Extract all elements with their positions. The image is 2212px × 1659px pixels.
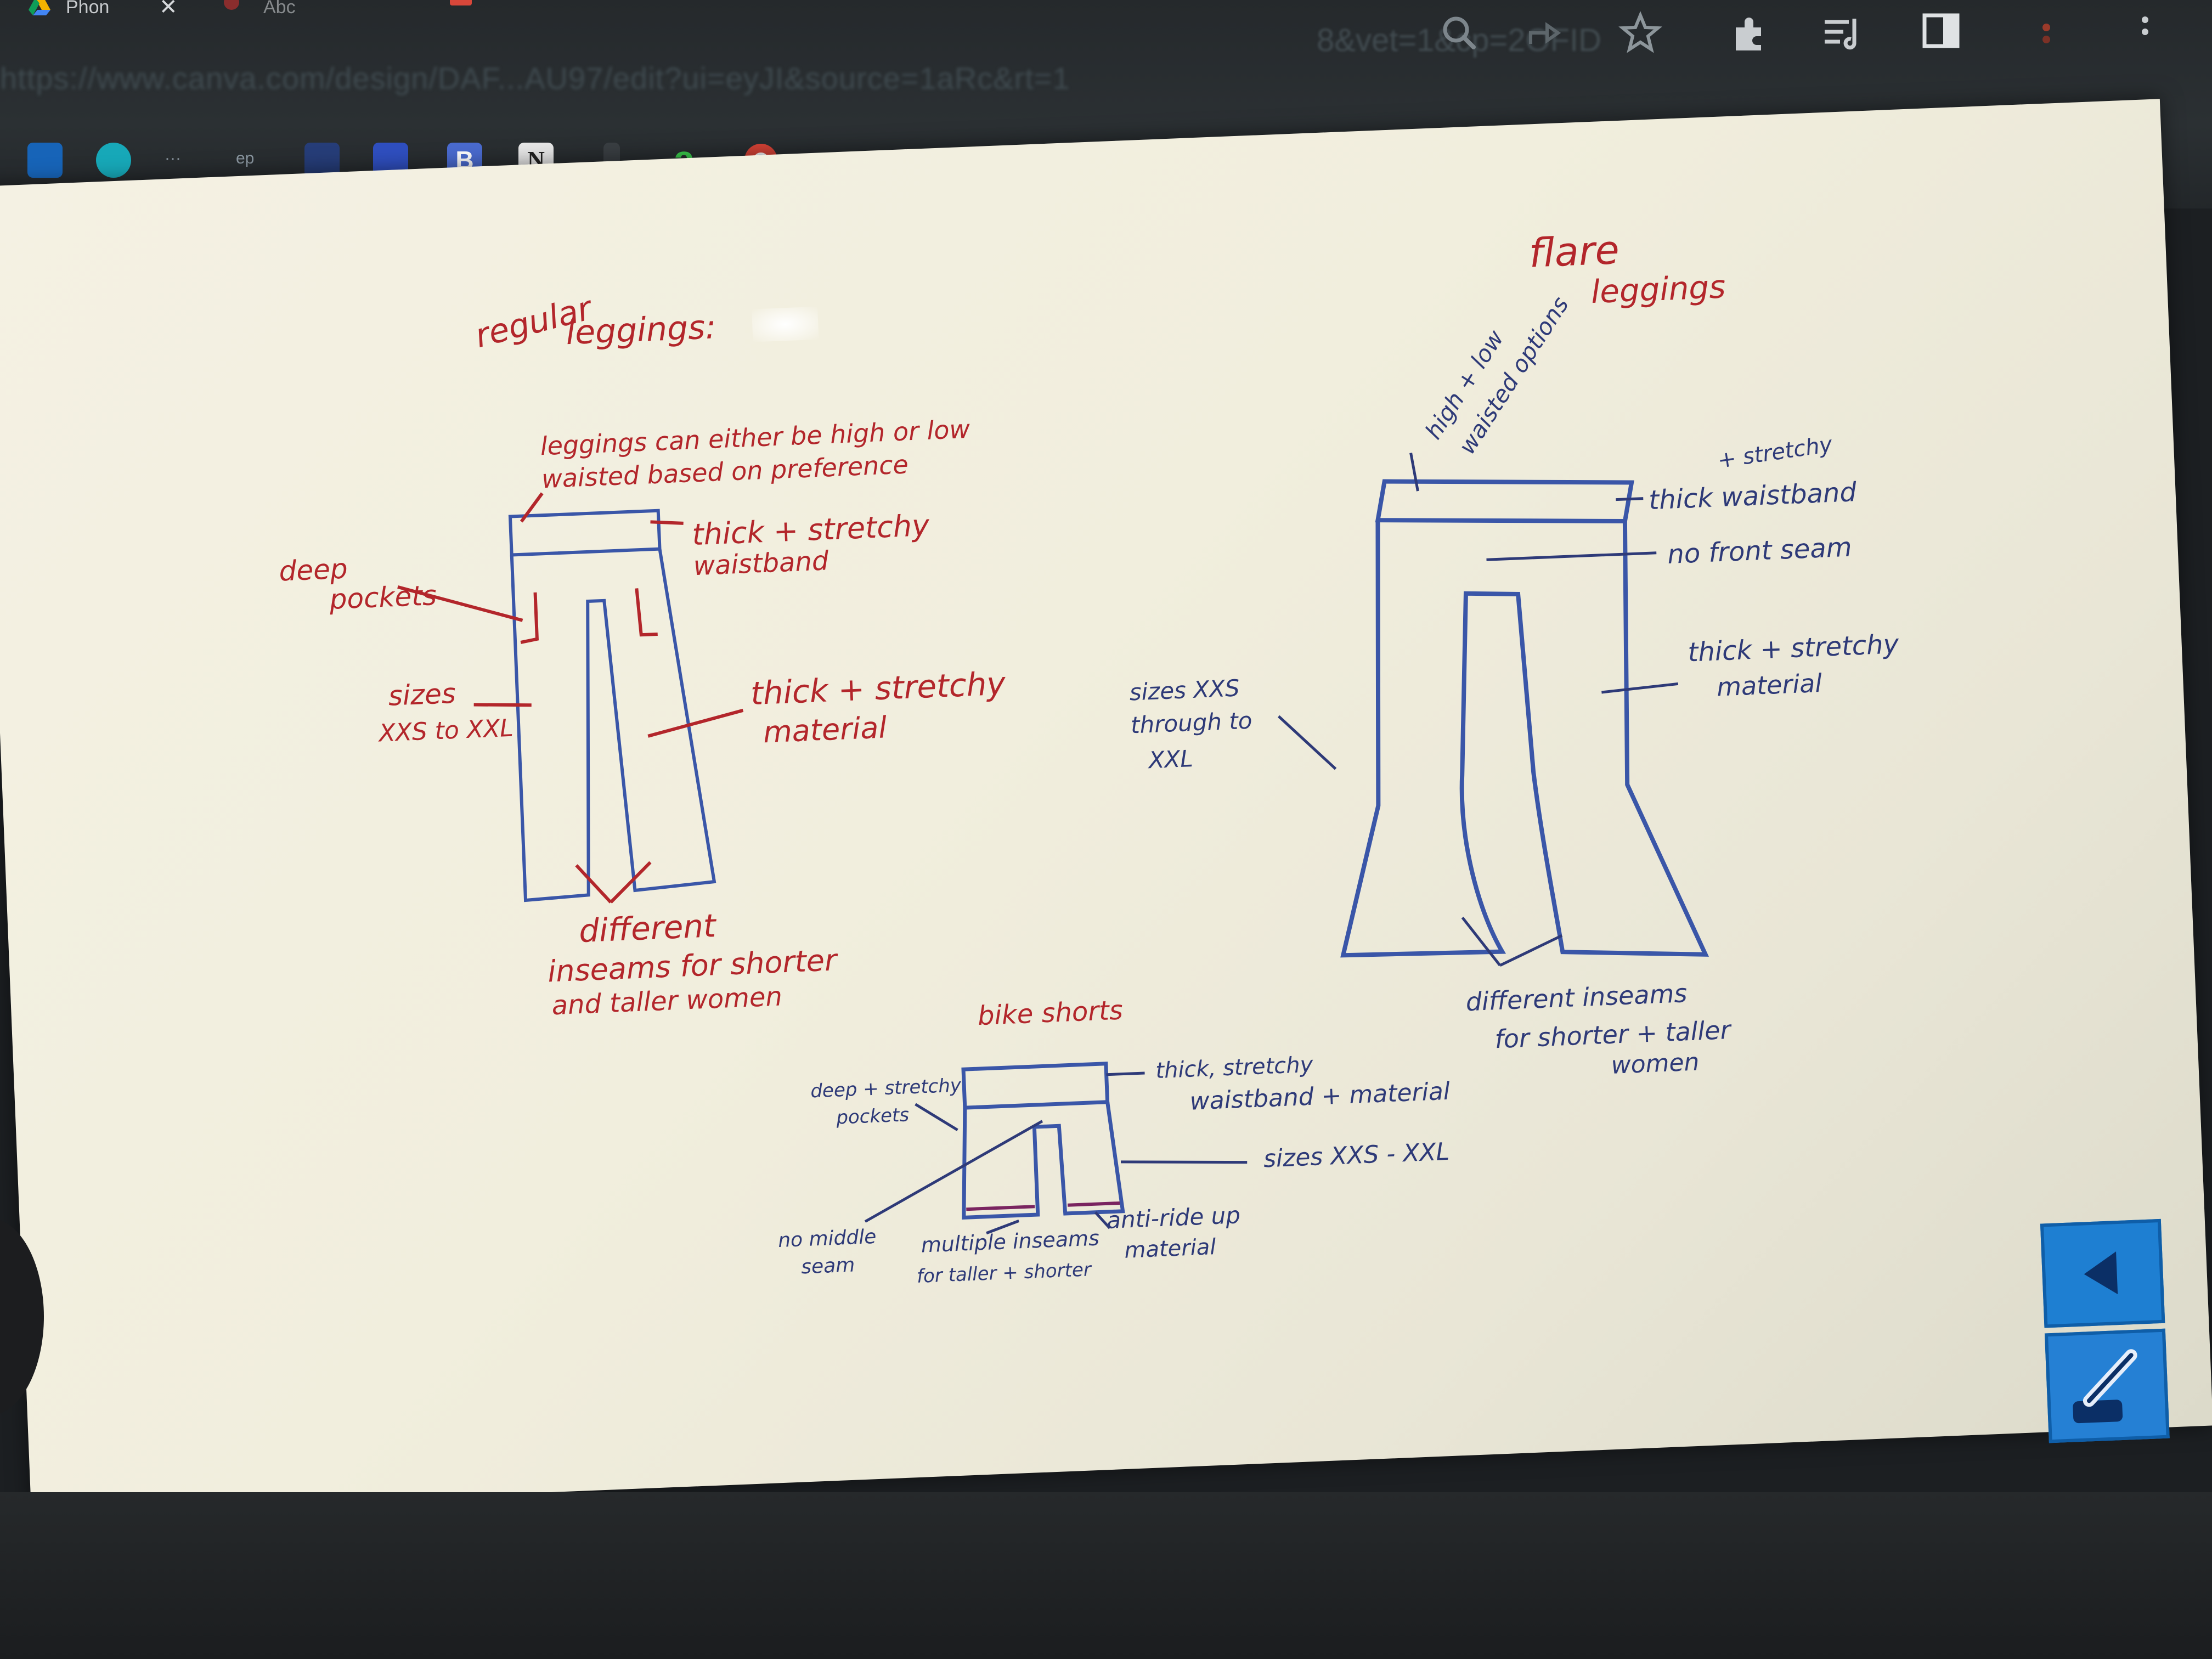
profile-indicator-icon[interactable] <box>2024 11 2068 55</box>
flare-leggings-pointers <box>1277 453 1679 967</box>
outlook-icon[interactable] <box>27 143 63 178</box>
regular-note-inseam-1: different <box>578 907 718 950</box>
tab-label: Abc <box>263 0 296 18</box>
star-icon[interactable] <box>1618 11 1662 55</box>
regular-note-waistband-2: waistband <box>693 545 830 582</box>
flare-note-inseam-3: women <box>1611 1048 1700 1079</box>
flare-note-material-2: material <box>1716 668 1822 702</box>
apps-icon[interactable]: ··· <box>165 149 181 167</box>
regular-note-pockets-1: deep <box>278 553 348 588</box>
bike-shorts-drawing <box>961 1062 1125 1220</box>
bike-note-seam-2: seam <box>800 1254 855 1278</box>
bike-note-pockets-1: deep + stretchy <box>810 1074 962 1102</box>
share-icon[interactable] <box>1525 11 1569 55</box>
bike-shorts-hem <box>966 1201 1120 1211</box>
more-icon[interactable] <box>2123 11 2167 55</box>
drive-icon <box>29 0 50 15</box>
flare-note-sizes-2: through to <box>1130 707 1252 739</box>
tab-label: Phon <box>66 0 110 18</box>
bike-shorts-section: bike shorts deep + stretchy pockets thic… <box>777 995 1451 1288</box>
regular-leggings-drawing <box>508 509 716 902</box>
regular-note-sizes-2: XXS to XXL <box>377 714 514 748</box>
regular-leggings-section: regular leggings: leggings can either be… <box>278 289 1007 1021</box>
sidebar-icon[interactable] <box>1920 11 1964 55</box>
bike-title: bike shorts <box>977 995 1124 1031</box>
monitor-bezel <box>0 1492 2212 1659</box>
flare-note-seam: no front seam <box>1667 532 1852 569</box>
flare-note-waistband-2: thick waistband <box>1648 477 1857 516</box>
pen-tool-button[interactable] <box>2044 1328 2170 1443</box>
search-icon[interactable] <box>1437 11 1481 55</box>
regular-title-2: leggings: <box>565 308 717 352</box>
extensions-icon[interactable] <box>1728 11 1772 55</box>
regular-note-pockets-2: pockets <box>329 579 437 616</box>
triangle-left-icon <box>2084 1251 2118 1295</box>
regular-note-material-2: material <box>763 710 888 749</box>
bike-shorts-pointers <box>864 1071 1248 1235</box>
regular-note-waistband-1: thick + stretchy <box>691 508 930 552</box>
flare-note-inseam-1: different inseams <box>1465 978 1688 1017</box>
close-icon[interactable]: ✕ <box>159 0 178 19</box>
bike-note-inseam-1: multiple inseams <box>921 1226 1100 1257</box>
ep-icon[interactable]: ep <box>236 149 255 167</box>
regular-note-material-1: thick + stretchy <box>750 665 1007 713</box>
flare-leggings-drawing <box>1340 479 1709 958</box>
regular-note-sizes-1: sizes <box>388 678 456 712</box>
browser-tab[interactable]: Abc <box>219 0 384 21</box>
bike-note-waistband-2: waistband + material <box>1189 1077 1451 1116</box>
canva-icon[interactable] <box>96 143 131 178</box>
regular-leggings-pointers <box>397 492 744 904</box>
side-toolbar <box>2040 1218 2170 1443</box>
bike-note-waistband-1: thick, stretchy <box>1155 1052 1314 1084</box>
flare-note-sizes-1: sizes XXS <box>1129 674 1240 706</box>
flare-note-material-1: thick + stretchy <box>1687 629 1899 668</box>
bike-note-ride-1: anti-ride up <box>1106 1201 1240 1234</box>
bike-note-sizes: sizes XXS - XXL <box>1263 1138 1450 1173</box>
flare-note-sizes-3: XXL <box>1147 745 1194 774</box>
browser-tab[interactable]: Phon ✕ <box>27 0 178 21</box>
address-bar-url[interactable]: https://www.canva.com/design/DAF...AU97/… <box>0 61 1070 95</box>
flare-title-1: flare <box>1528 227 1620 276</box>
flare-note-waistband-1: + stretchy <box>1716 432 1835 473</box>
bike-note-ride-2: material <box>1124 1234 1217 1263</box>
tab-favicon-icon <box>224 0 239 10</box>
pen-icon <box>2073 1349 2137 1424</box>
bike-note-seam-1: no middle <box>777 1226 877 1252</box>
whiteboard-canvas[interactable]: regular leggings: leggings can either be… <box>0 99 2212 1514</box>
reading-list-icon[interactable] <box>1821 11 1865 55</box>
sketch-layer: regular leggings: leggings can either be… <box>278 227 1900 1288</box>
tab-indicator <box>450 0 472 5</box>
bike-note-inseam-2: for taller + shorter <box>916 1259 1092 1288</box>
back-button[interactable] <box>2040 1218 2165 1328</box>
flare-leggings-section: flare leggings high + low waisted option… <box>1129 227 1900 1080</box>
regular-note-inseam-2: inseams for shorter <box>547 943 839 989</box>
bike-note-pockets-2: pockets <box>836 1104 910 1128</box>
flare-title-2: leggings <box>1590 268 1726 311</box>
